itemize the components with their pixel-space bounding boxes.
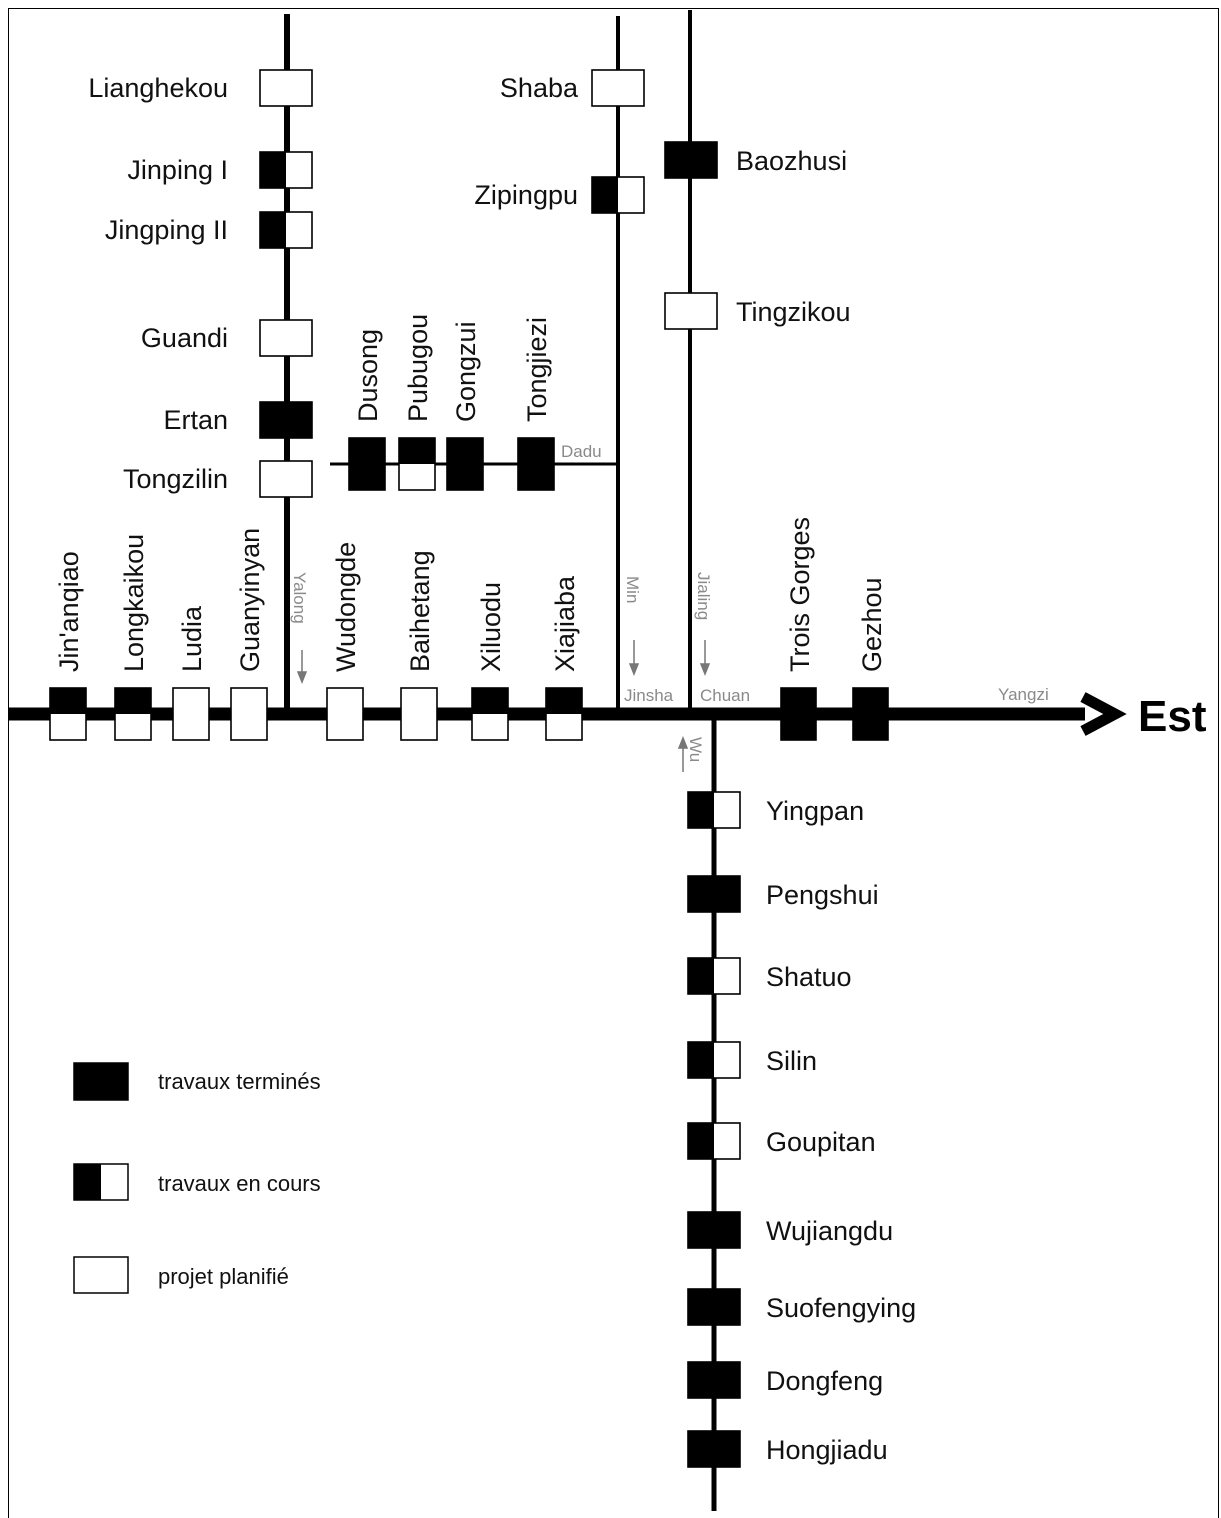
dam-marker-suofengying (687, 1288, 741, 1326)
river-label-jialing: Jialing (694, 572, 713, 620)
dam-label-longkaikou: Longkaikou (119, 534, 149, 672)
dam-marker-baihetang (400, 687, 438, 741)
yalong-flow-arrow (296, 650, 308, 685)
dam-marker-guandi (259, 319, 313, 357)
dam-marker-baozhusi (664, 141, 718, 179)
dam-marker-jin-anqiao (49, 687, 87, 741)
dam-label-guanyinyan: Guanyinyan (235, 528, 265, 672)
dam-label-gezhou: Gezhou (857, 577, 887, 672)
dam-marker-ertan (259, 401, 313, 439)
dam-label-tongjiezi: Tongjiezi (522, 317, 552, 422)
river-label-yalong: Yalong (290, 572, 309, 624)
dam-label-dusong: Dusong (353, 329, 383, 422)
dam-marker-gezhou (852, 687, 889, 741)
dam-label-tingzikou: Tingzikou (736, 297, 851, 327)
dam-label-xiluodu: Xiluodu (476, 582, 506, 672)
dam-marker-jinping-i (259, 151, 313, 189)
dam-label-baihetang: Baihetang (405, 550, 435, 672)
dam-label-jingping-ii: Jingping II (105, 215, 228, 245)
dam-marker-shaba (591, 69, 645, 107)
dam-label-pengshui: Pengshui (766, 880, 879, 910)
jialing-flow-arrow (699, 640, 711, 677)
dam-label-suofengying: Suofengying (766, 1293, 916, 1323)
dam-label-pubugou: Pubugou (403, 314, 433, 422)
dam-label-hongjiadu: Hongjiadu (766, 1435, 888, 1465)
river-label-dadu: Dadu (561, 442, 602, 461)
dam-label-jin-anqiao: Jin'anqiao (54, 551, 84, 672)
legend-label-done: travaux terminés (158, 1069, 321, 1094)
dam-marker-wujiangdu (687, 1211, 741, 1249)
legend-swatch-done (73, 1062, 129, 1101)
dam-marker-ludia (172, 687, 210, 741)
dam-marker-xiluodu (471, 687, 509, 741)
dam-marker-tingzikou (664, 292, 718, 330)
legend: travaux terminés travaux en cours projet… (73, 1062, 321, 1294)
dam-marker-lianghekou (259, 69, 313, 107)
direction-label-est: Est (1138, 692, 1207, 741)
dam-label-ludia: Ludia (177, 605, 207, 672)
river-label-wu: Wu (686, 737, 705, 762)
dam-marker-hongjiadu (687, 1430, 741, 1468)
diagram-frame (8, 8, 1219, 1518)
dam-label-silin: Silin (766, 1046, 817, 1076)
dam-label-lianghekou: Lianghekou (88, 73, 228, 103)
dam-marker-trois-gorges (780, 687, 817, 741)
wu-flow-arrow (677, 735, 689, 772)
dam-marker-pengshui (687, 875, 741, 913)
dam-marker-zipingpu (591, 176, 645, 214)
dam-marker-shatuo (687, 957, 741, 995)
legend-label-in-progress: travaux en cours (158, 1171, 321, 1196)
min-flow-arrow (628, 640, 640, 677)
dam-marker-yingpan (687, 791, 741, 829)
est-arrowhead (1080, 692, 1127, 736)
dam-label-gongzui: Gongzui (451, 321, 481, 422)
dam-label-trois-gorges: Trois Gorges (785, 517, 815, 672)
dam-marker-tongzilin (259, 460, 313, 498)
dam-label-shatuo: Shatuo (766, 962, 852, 992)
dam-marker-tongjiezi (517, 437, 555, 491)
dam-label-tongzilin: Tongzilin (123, 464, 228, 494)
dam-label-xiajiaba: Xiajiaba (550, 575, 580, 672)
dam-marker-goupitan (687, 1122, 741, 1160)
dam-marker-jingping-ii (259, 211, 313, 249)
dam-marker-silin (687, 1041, 741, 1079)
dam-marker-pubugou (398, 437, 436, 491)
river-label-min: Min (623, 576, 642, 603)
dam-marker-gongzui (446, 437, 484, 491)
dam-label-ertan: Ertan (163, 405, 228, 435)
river-label-chuan: Chuan (700, 686, 750, 705)
dam-label-baozhusi: Baozhusi (736, 146, 847, 176)
dam-marker-dongfeng (687, 1361, 741, 1399)
dam-label-wudongde: Wudongde (331, 542, 361, 672)
dam-label-guandi: Guandi (141, 323, 228, 353)
dam-label-jinping-i: Jinping I (127, 155, 228, 185)
dam-label-yingpan: Yingpan (766, 796, 864, 826)
dam-label-dongfeng: Dongfeng (766, 1366, 883, 1396)
dam-marker-wudongde (326, 687, 364, 741)
legend-swatch-planned (73, 1256, 129, 1294)
dam-label-zipingpu: Zipingpu (474, 180, 578, 210)
river-label-yangzi: Yangzi (998, 685, 1049, 704)
dam-marker-guanyinyan (230, 687, 268, 741)
legend-swatch-in-progress (73, 1163, 129, 1201)
dam-label-goupitan: Goupitan (766, 1127, 876, 1157)
dam-marker-longkaikou (114, 687, 152, 741)
dam-marker-xiajiaba (545, 687, 583, 741)
river-label-jinsha: Jinsha (624, 686, 674, 705)
dam-label-wujiangdu: Wujiangdu (766, 1216, 893, 1246)
dam-label-shaba: Shaba (500, 73, 579, 103)
dam-marker-dusong (348, 437, 386, 491)
legend-label-planned: projet planifié (158, 1264, 289, 1289)
